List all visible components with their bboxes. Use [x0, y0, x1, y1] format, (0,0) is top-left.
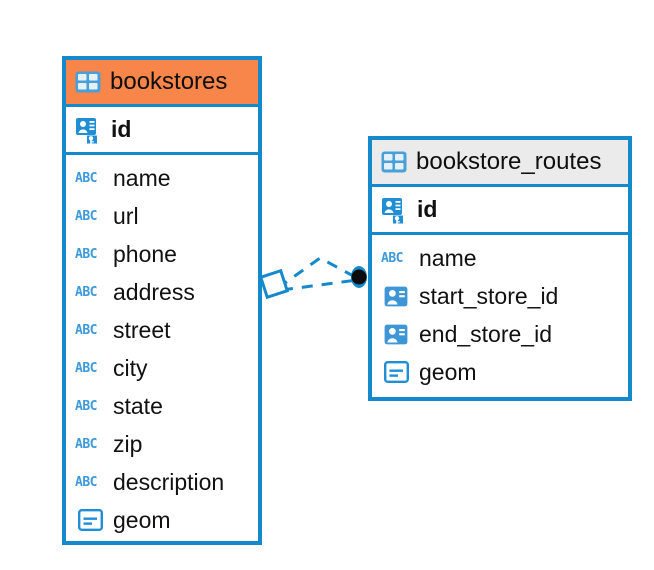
geometry-icon: [75, 509, 105, 531]
field-label: url: [113, 202, 139, 229]
field-label: geom: [113, 506, 171, 533]
table-icon: [381, 151, 407, 173]
field-label: geom: [419, 358, 477, 385]
abc-text-icon: ABC: [75, 246, 97, 262]
field-label: name: [419, 244, 477, 271]
entity-header-bookstores[interactable]: bookstores: [66, 60, 258, 107]
field-row-state[interactable]: ABC state: [66, 387, 258, 425]
abc-text-icon: ABC: [75, 208, 97, 224]
field-row-city[interactable]: ABC city: [66, 349, 258, 387]
field-row-id[interactable]: id: [372, 187, 628, 232]
relationship-line-upper: [277, 256, 358, 290]
field-row-geom[interactable]: geom: [372, 353, 628, 391]
field-row-start-store-id[interactable]: start_store_id: [372, 277, 628, 315]
field-row-street[interactable]: ABC street: [66, 311, 258, 349]
field-row-geom[interactable]: geom: [66, 501, 258, 539]
entity-bookstores[interactable]: bookstores: [62, 56, 262, 545]
abc-text-icon: ABC: [75, 322, 97, 338]
field-row-name[interactable]: ABC name: [66, 159, 258, 197]
primary-key-section-bookstore-routes: id: [372, 187, 628, 235]
field-label: end_store_id: [419, 320, 552, 347]
field-row-end-store-id[interactable]: end_store_id: [372, 315, 628, 353]
abc-text-icon: ABC: [75, 474, 97, 490]
field-label: zip: [113, 430, 143, 457]
entity-title: bookstore_routes: [416, 148, 602, 175]
foreign-key-icon: [381, 286, 411, 307]
field-label: state: [113, 392, 163, 419]
primary-key-icon: [381, 196, 409, 224]
field-label: city: [113, 354, 148, 381]
field-label: phone: [113, 240, 177, 267]
abc-text-icon: ABC: [381, 250, 403, 266]
primary-key-icon: [75, 116, 103, 144]
field-list-bookstores: ABC name ABC url ABC phone ABC address A…: [66, 155, 258, 543]
field-row-id[interactable]: id: [66, 107, 258, 152]
entity-bookstore-routes[interactable]: bookstore_routes: [368, 136, 632, 401]
field-row-name[interactable]: ABC name: [372, 239, 628, 277]
abc-text-icon: ABC: [75, 170, 97, 186]
abc-text-icon: ABC: [75, 284, 97, 300]
field-label: id: [417, 196, 438, 222]
field-row-url[interactable]: ABC url: [66, 197, 258, 235]
field-row-zip[interactable]: ABC zip: [66, 425, 258, 463]
diamond-marker: [258, 268, 290, 300]
field-row-address[interactable]: ABC address: [66, 273, 258, 311]
abc-text-icon: ABC: [75, 360, 97, 376]
primary-key-section-bookstores: id: [66, 107, 258, 155]
abc-text-icon: ABC: [75, 398, 97, 414]
filled-circle-marker: [351, 266, 367, 288]
table-icon: [75, 71, 101, 93]
relationship-line-lower: [281, 278, 358, 292]
entity-title: bookstores: [110, 68, 228, 95]
field-label: id: [111, 116, 132, 142]
field-label: name: [113, 164, 171, 191]
foreign-key-icon: [381, 324, 411, 345]
field-row-description[interactable]: ABC description: [66, 463, 258, 501]
field-label: start_store_id: [419, 282, 559, 309]
field-label: description: [113, 468, 225, 495]
field-list-bookstore-routes: ABC name start_store_id: [372, 235, 628, 395]
field-label: street: [113, 316, 171, 343]
field-label: address: [113, 278, 195, 305]
entity-header-bookstore-routes[interactable]: bookstore_routes: [372, 140, 628, 187]
field-row-phone[interactable]: ABC phone: [66, 235, 258, 273]
geometry-icon: [381, 361, 411, 383]
abc-text-icon: ABC: [75, 436, 97, 452]
